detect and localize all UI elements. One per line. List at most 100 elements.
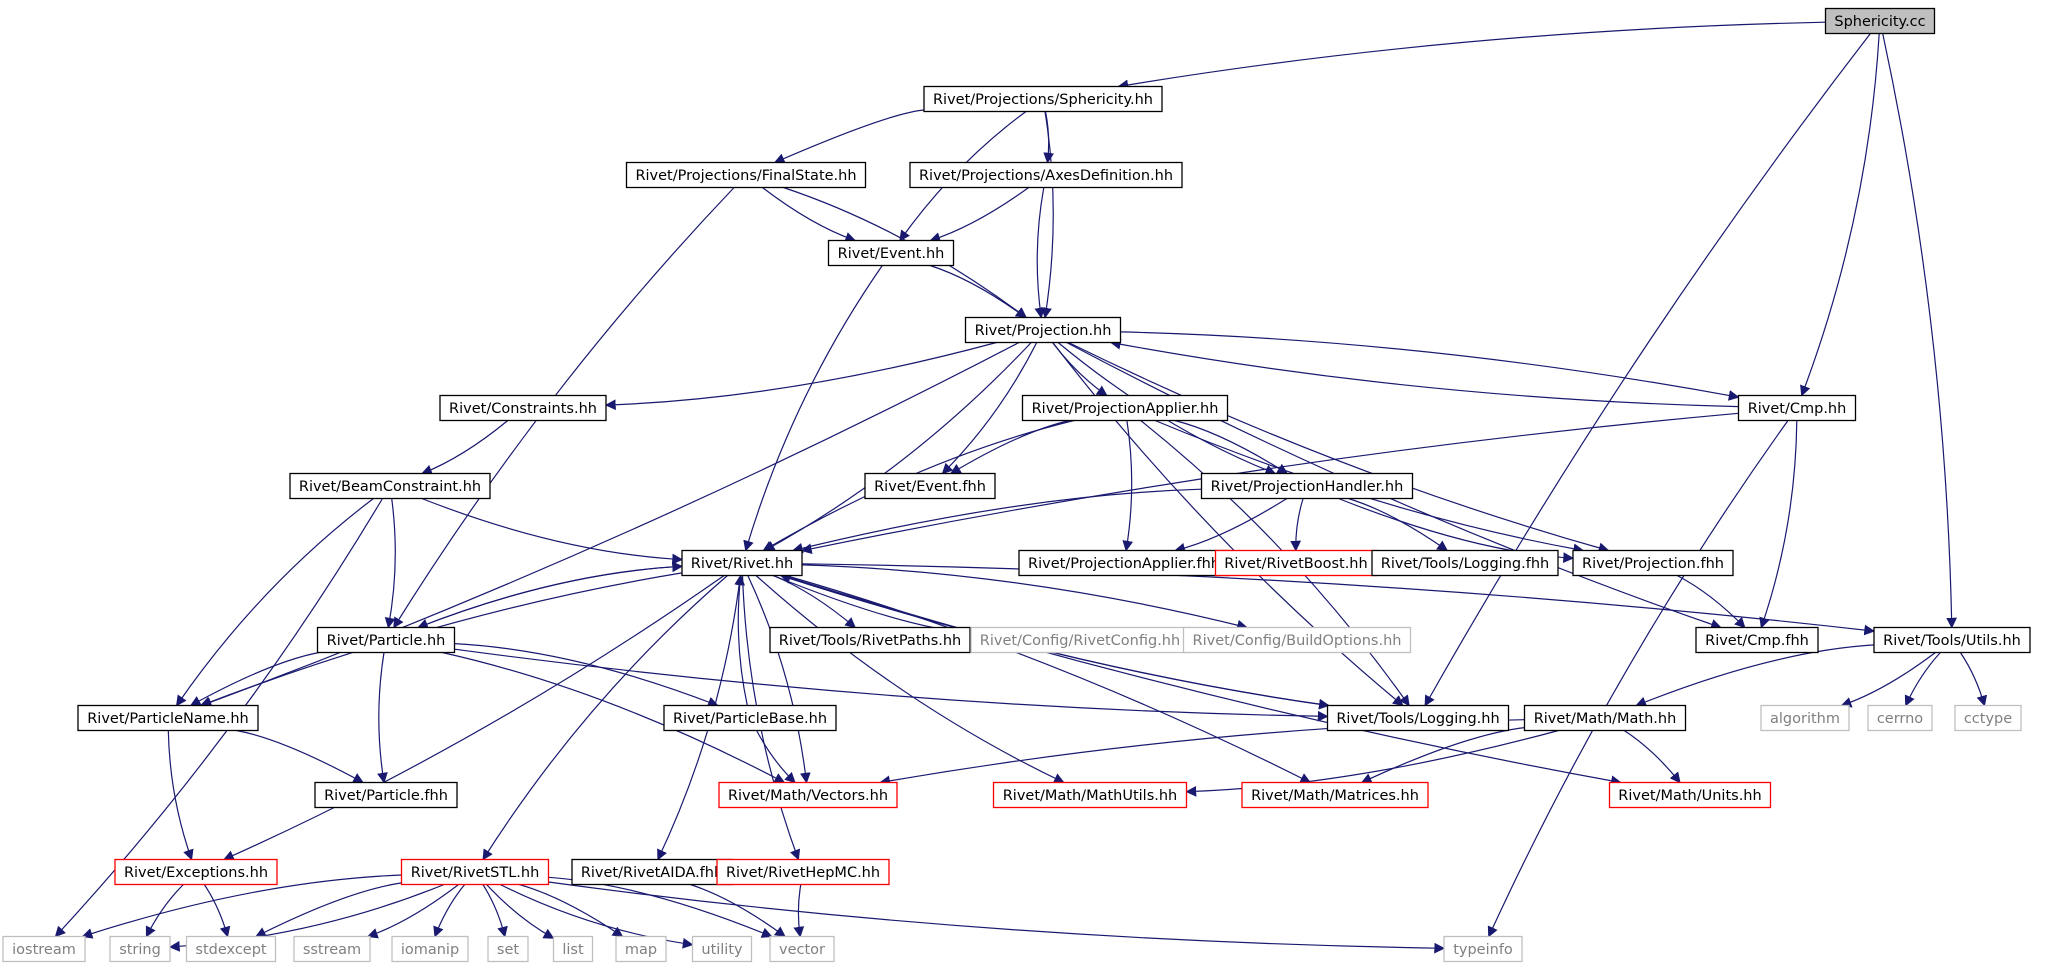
node-eventfhh[interactable]: Rivet/Event.fhh: [864, 472, 996, 500]
node-rivetpaths[interactable]: Rivet/Tools/RivetPaths.hh: [769, 626, 971, 654]
node-constraints[interactable]: Rivet/Constraints.hh: [439, 394, 607, 422]
node-loggingfhh[interactable]: Rivet/Tools/Logging.fhh: [1371, 549, 1559, 577]
node-box: [716, 858, 890, 886]
node-stdexcept[interactable]: stdexcept: [185, 935, 277, 963]
node-map[interactable]: map: [615, 935, 667, 963]
node-math[interactable]: Rivet/Math/Math.hh: [1523, 704, 1687, 732]
node-axesdef[interactable]: Rivet/Projections/AxesDefinition.hh: [909, 161, 1183, 189]
node-mathutils[interactable]: Rivet/Math/MathUtils.hh: [992, 781, 1188, 809]
node-typeinfo[interactable]: typeinfo: [1443, 935, 1523, 963]
node-projection[interactable]: Rivet/Projection.hh: [964, 316, 1122, 344]
node-label: typeinfo: [1453, 942, 1513, 958]
edge-particle-to-logging: [454, 648, 1329, 722]
node-algorithm[interactable]: algorithm: [1760, 704, 1850, 732]
edge-arrow: [1052, 342, 1108, 397]
node-string[interactable]: string: [109, 935, 171, 963]
edge-rivet-to-particlename: [199, 572, 683, 708]
node-label: Rivet/RivetBoost.hh: [1224, 556, 1367, 572]
edge-arrow: [1290, 498, 1304, 552]
node-box: [1737, 394, 1857, 422]
node-units[interactable]: Rivet/Math/Units.hh: [1608, 781, 1772, 809]
node-event[interactable]: Rivet/Event.hh: [827, 239, 955, 267]
node-box: [400, 858, 550, 886]
node-label: Rivet/Math/MathUtils.hh: [1003, 788, 1178, 804]
node-layer: Sphericity.ccRivet/Projections/Sphericit…: [2, 7, 2031, 963]
edge-projhandler-to-rivet: [791, 488, 1202, 554]
node-exceptions[interactable]: Rivet/Exceptions.hh: [114, 858, 278, 886]
node-label: Rivet/Event.hh: [838, 246, 945, 262]
node-label: Rivet/RivetSTL.hh: [411, 865, 540, 881]
node-particle[interactable]: Rivet/Particle.hh: [316, 626, 456, 654]
node-label: Rivet/ParticleName.hh: [87, 711, 249, 727]
edge-arrow: [255, 882, 402, 938]
edge-sph_cc-to-utils: [1882, 33, 1958, 629]
edge-rivet-to-exceptions: [223, 575, 725, 861]
edge-utils-to-algorithm: [1840, 652, 1936, 708]
node-particlebase[interactable]: Rivet/ParticleBase.hh: [663, 704, 837, 732]
edge-arrow: [81, 874, 402, 939]
edge-constraints-to-beamconstraint: [421, 420, 509, 475]
node-cctype[interactable]: cctype: [1954, 704, 2022, 732]
node-utils[interactable]: Rivet/Tools/Utils.hh: [1873, 626, 2031, 654]
node-projfhh[interactable]: Rivet/Projection.fhh: [1572, 549, 1734, 577]
node-particlefhh[interactable]: Rivet/Particle.fhh: [314, 781, 458, 809]
node-cerrno[interactable]: cerrno: [1867, 704, 1933, 732]
node-label: Sphericity.cc: [1834, 14, 1925, 30]
node-projapplier[interactable]: Rivet/ProjectionApplier.hh: [1021, 394, 1229, 422]
node-list[interactable]: list: [552, 935, 594, 963]
node-box: [316, 626, 456, 654]
node-rivetstl[interactable]: Rivet/RivetSTL.hh: [400, 858, 550, 886]
edge-arrow: [1174, 497, 1288, 554]
node-box: [1572, 549, 1734, 577]
node-label: Rivet/Constraints.hh: [449, 401, 597, 417]
node-rivetboost[interactable]: Rivet/RivetBoost.hh: [1214, 549, 1378, 577]
node-rivetaida[interactable]: Rivet/RivetAIDA.fhh: [571, 858, 733, 886]
node-rivethepmc[interactable]: Rivet/RivetHepMC.hh: [716, 858, 890, 886]
node-matrices[interactable]: Rivet/Math/Matrices.hh: [1241, 781, 1429, 809]
edge-particle-to-particlebase: [454, 643, 719, 708]
node-projapplierfhh[interactable]: Rivet/ProjectionApplier.fhh: [1018, 549, 1230, 577]
node-box: [970, 626, 1190, 654]
node-cmp[interactable]: Rivet/Cmp.hh: [1737, 394, 1857, 422]
node-set[interactable]: set: [487, 935, 529, 963]
edge-arrow: [1882, 33, 1958, 629]
node-label: iostream: [12, 942, 76, 958]
node-box: [1867, 704, 1933, 732]
node-finalstate[interactable]: Rivet/Projections/FinalState.hh: [625, 161, 867, 189]
edge-arrow: [1800, 33, 1880, 397]
edge-arrow: [782, 574, 1622, 787]
node-vector[interactable]: vector: [769, 935, 835, 963]
node-buildoptions[interactable]: Rivet/Config/BuildOptions.hh: [1182, 626, 1412, 654]
node-beamconstraint[interactable]: Rivet/BeamConstraint.hh: [289, 472, 491, 500]
node-label: Rivet/Tools/Logging.fhh: [1381, 556, 1549, 572]
edge-arrow: [189, 651, 320, 707]
node-cmpfhh[interactable]: Rivet/Cmp.fhh: [1695, 626, 1819, 654]
edge-arrow: [482, 575, 728, 861]
edge-math-to-matrices: [1360, 727, 1525, 784]
node-iomanip[interactable]: iomanip: [391, 935, 469, 963]
node-vectors[interactable]: Rivet/Math/Vectors.hh: [718, 781, 898, 809]
node-label: Rivet/ProjectionApplier.hh: [1032, 401, 1219, 417]
node-sstream[interactable]: sstream: [293, 935, 371, 963]
node-iostream[interactable]: iostream: [2, 935, 86, 963]
node-sph_hh[interactable]: Rivet/Projections/Sphericity.hh: [923, 85, 1163, 113]
edge-particlebase-to-vectors: [756, 730, 796, 784]
node-box: [391, 935, 469, 963]
node-rivetconfig[interactable]: Rivet/Config/RivetConfig.hh: [970, 626, 1190, 654]
node-sph_cc[interactable]: Sphericity.cc: [1824, 7, 1936, 35]
node-rivet[interactable]: Rivet/Rivet.hh: [681, 549, 803, 577]
edge-projapplier-to-eventfhh: [949, 419, 1070, 475]
node-box: [487, 935, 529, 963]
node-particlename[interactable]: Rivet/ParticleName.hh: [77, 704, 259, 732]
node-utility[interactable]: utility: [691, 935, 753, 963]
node-logging[interactable]: Rivet/Tools/Logging.hh: [1326, 704, 1510, 732]
node-box: [1873, 626, 2031, 654]
edge-arrow: [519, 883, 624, 938]
edge-sph_hh-to-projection: [1041, 111, 1054, 319]
node-projhandler[interactable]: Rivet/ProjectionHandler.hh: [1200, 472, 1414, 500]
edge-arrow: [743, 265, 883, 552]
node-label: Rivet/ProjectionHandler.hh: [1211, 479, 1404, 495]
node-box: [114, 858, 278, 886]
node-box: [77, 704, 259, 732]
edge-arrow: [941, 342, 1038, 475]
